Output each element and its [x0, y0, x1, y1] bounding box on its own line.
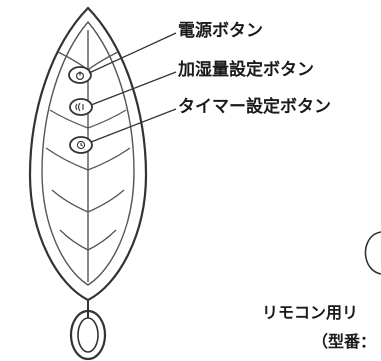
timer-button-label: タイマー設定ボタン — [178, 97, 331, 117]
timer-button[interactable] — [69, 136, 93, 154]
humidity-button[interactable] — [69, 98, 93, 116]
remote-veins — [45, 51, 131, 251]
holder-circle-partial — [364, 231, 381, 275]
timer-leader-line — [90, 108, 177, 143]
humidity-icon — [75, 102, 84, 112]
remote-ring-inner — [77, 317, 99, 353]
humidity-leader-line — [90, 71, 177, 106]
timer-icon — [76, 140, 86, 150]
power-leader-line — [88, 32, 177, 74]
remote-holder-caption: リモコン用リ — [262, 303, 359, 322]
power-icon — [75, 71, 84, 80]
remote-model-number-caption: （型番： — [312, 332, 377, 351]
remote-ring — [69, 309, 107, 361]
power-button-label: 電源ボタン — [178, 21, 263, 41]
humidity-button-label: 加湿量設定ボタン — [178, 60, 314, 80]
power-button[interactable] — [68, 66, 92, 84]
remote-inner-outline — [41, 20, 135, 286]
